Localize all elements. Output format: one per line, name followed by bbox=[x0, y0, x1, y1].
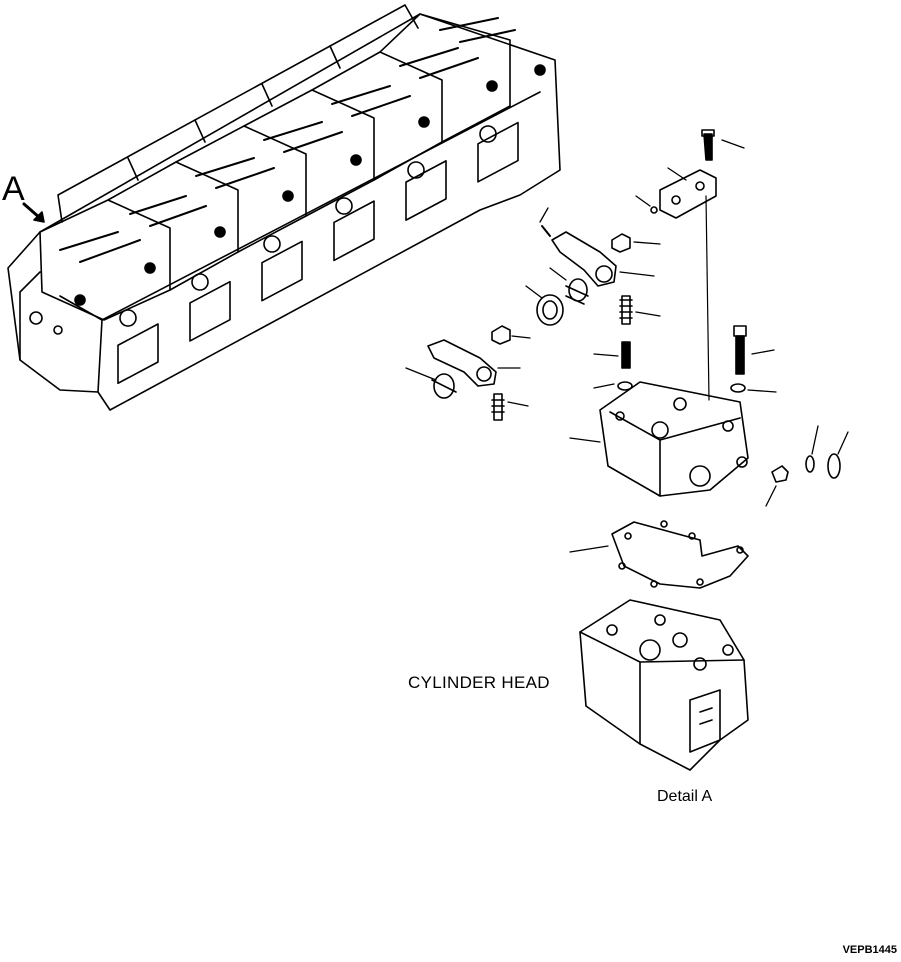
bushing-1 bbox=[550, 268, 588, 304]
rocker-arms bbox=[60, 18, 515, 262]
view-marker: A bbox=[2, 170, 25, 208]
stud-3 bbox=[492, 394, 528, 420]
group-bracket bbox=[58, 5, 418, 222]
rocker-housing bbox=[570, 382, 748, 496]
adjust-screw-small bbox=[540, 208, 550, 236]
detail-label: Detail A bbox=[657, 788, 713, 805]
gasket bbox=[570, 521, 748, 588]
head-holes bbox=[30, 126, 496, 334]
nut-1 bbox=[612, 234, 660, 252]
seal-2 bbox=[828, 432, 848, 478]
single-cylinder-head bbox=[580, 600, 748, 770]
washer-2 bbox=[731, 384, 776, 392]
rocker-arm-2 bbox=[428, 340, 496, 386]
cylinder-head-label: CYLINDER HEAD bbox=[408, 673, 550, 692]
bolt-right bbox=[734, 326, 774, 374]
figure-code: VEPB1445 bbox=[842, 944, 897, 956]
rocker-housings bbox=[40, 14, 510, 320]
exploded-parts bbox=[406, 130, 848, 770]
rocker-arm-1 bbox=[552, 232, 654, 286]
view-arrow bbox=[24, 204, 44, 222]
head-bolts bbox=[75, 65, 545, 305]
rocker-shaft-support bbox=[660, 168, 716, 400]
seal-1 bbox=[806, 426, 818, 472]
small-pin bbox=[636, 196, 657, 213]
cylinder-head-assembly bbox=[8, 5, 560, 410]
bushing-3 bbox=[406, 368, 456, 398]
stud-1 bbox=[620, 296, 660, 324]
bushing-2 bbox=[526, 286, 563, 325]
stud-2 bbox=[594, 342, 630, 368]
washer-1 bbox=[594, 382, 632, 390]
head-body bbox=[8, 14, 560, 410]
port-blocks bbox=[118, 123, 518, 384]
nut-2 bbox=[492, 326, 530, 344]
bolt-top bbox=[702, 130, 744, 160]
nut-3 bbox=[766, 466, 788, 506]
